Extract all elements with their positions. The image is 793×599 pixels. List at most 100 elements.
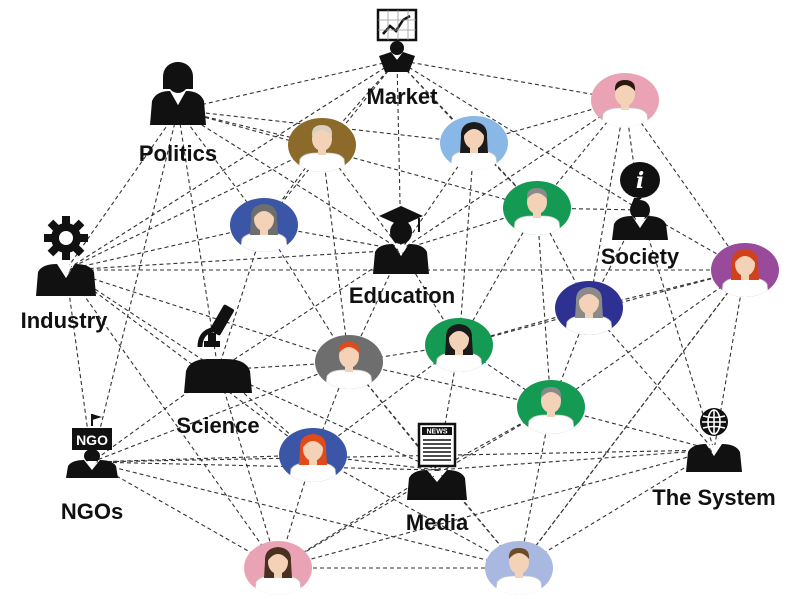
connection-line [177, 109, 538, 209]
connection-line [91, 454, 314, 463]
connection-line [65, 224, 265, 271]
person-avatar [315, 335, 383, 389]
avatar-shirt [512, 215, 562, 235]
person-avatar [279, 428, 347, 482]
avatar-face [541, 389, 561, 413]
gear-person-icon [36, 216, 96, 296]
connection-line [91, 361, 350, 463]
connection-line [65, 144, 323, 271]
connection-line [436, 449, 715, 471]
connection-line [65, 269, 279, 569]
avatar-shirt [297, 152, 347, 172]
avatar-hair [614, 80, 636, 91]
graduate-icon [373, 206, 429, 274]
connection-line [713, 269, 746, 451]
connection-line [177, 59, 398, 111]
person-avatar [425, 318, 493, 372]
avatar-hair [577, 288, 601, 302]
person-avatar [711, 243, 779, 297]
sector-label-society: Society [601, 244, 680, 269]
avatar-face [527, 190, 547, 214]
sector-politics: Politics [139, 62, 217, 166]
person-avatar [485, 541, 553, 595]
info-glyph: i [636, 168, 644, 194]
avatar-face [615, 82, 635, 106]
avatar-hair [462, 123, 486, 137]
sector-label-politics: Politics [139, 141, 217, 166]
connection-line [518, 269, 746, 569]
connection-line [536, 207, 552, 408]
globe-person-icon [686, 408, 742, 472]
person-avatar [555, 281, 623, 335]
avatar-hair [540, 387, 562, 398]
sector-ngos: NGO NGOs [61, 414, 123, 524]
chart-board-icon [376, 8, 418, 72]
avatar-face [509, 550, 529, 574]
person-avatar [517, 380, 585, 434]
connection-line [518, 406, 552, 569]
sector-education: Education [349, 206, 455, 308]
avatar-shirt [600, 107, 650, 127]
people-layer [230, 73, 779, 595]
connection-line [458, 142, 475, 346]
connection-line [321, 144, 350, 363]
connection-line [396, 59, 402, 251]
news-badge-text: NEWS [427, 429, 448, 436]
connection-line [91, 461, 520, 569]
politician-icon [150, 62, 206, 125]
connection-line [588, 307, 715, 451]
connection-line [400, 99, 626, 251]
avatar-shirt [324, 369, 374, 389]
avatar-face [312, 127, 332, 151]
sector-label-science: Science [176, 413, 259, 438]
avatar-face [449, 327, 469, 351]
connection-line [473, 99, 626, 144]
connection-line [550, 269, 746, 408]
avatar-shirt [449, 150, 499, 170]
connection-line [217, 369, 279, 569]
sector-the-system: The System [652, 408, 776, 510]
avatar-shirt [526, 414, 576, 434]
connection-line [65, 249, 402, 271]
avatar-face [268, 550, 288, 574]
sector-market: Market [367, 8, 438, 109]
connection-line [588, 99, 626, 309]
sector-science: Science [176, 304, 260, 438]
avatar-hair [526, 188, 548, 199]
sector-industry: Industry [21, 216, 108, 333]
avatar-shirt [720, 277, 770, 297]
person-avatar [230, 198, 298, 252]
avatar-shirt [494, 575, 544, 595]
connection-line [217, 224, 265, 371]
connection-line [277, 406, 552, 569]
sector-media: NEWS Media [406, 422, 469, 535]
avatar-face [303, 437, 323, 461]
connection-line [217, 369, 438, 471]
connection-line [177, 109, 402, 251]
person-avatar [440, 116, 508, 170]
edge-layer [65, 59, 746, 569]
sector-label-media: Media [406, 510, 469, 535]
newspaper-icon: NEWS [407, 422, 467, 500]
avatar-hair [338, 342, 360, 353]
person-avatar [503, 181, 571, 235]
avatar-shirt [564, 315, 614, 335]
connection-line [396, 59, 641, 211]
person-avatar [288, 118, 356, 172]
connection-line [91, 369, 219, 463]
avatar-shirt [434, 352, 484, 372]
avatar-shirt [288, 462, 338, 482]
avatar-hair [733, 250, 757, 264]
avatar-face [579, 290, 599, 314]
avatar-hair [508, 548, 530, 559]
sector-label-ngos: NGOs [61, 499, 123, 524]
avatar-face [254, 207, 274, 231]
connection-line [91, 461, 438, 471]
connection-line [396, 59, 626, 101]
avatar-hair [447, 325, 471, 339]
connection-line [217, 249, 402, 371]
avatar-hair [266, 548, 290, 562]
ngo-badge-text: NGO [76, 432, 108, 448]
